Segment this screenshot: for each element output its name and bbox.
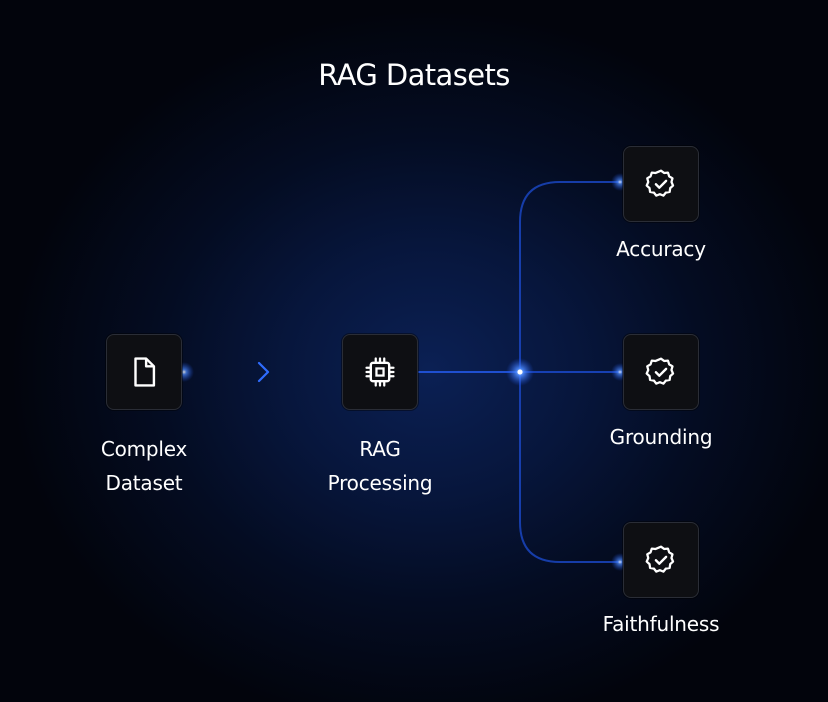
connector-branch-bottom — [519, 372, 622, 563]
label-grounding: Grounding — [609, 425, 713, 449]
document-icon — [134, 357, 156, 387]
label-accuracy: Accuracy — [616, 237, 706, 261]
verified-badge-icon — [645, 357, 675, 385]
node-accuracy — [623, 146, 699, 222]
arrow-chevron-icon — [257, 361, 270, 383]
node-rag-processing — [342, 334, 418, 410]
verified-badge-icon — [645, 169, 675, 197]
label-faithfulness: Faithfulness — [602, 612, 720, 636]
verified-badge-icon — [645, 545, 675, 573]
chip-icon — [365, 357, 395, 387]
connector-branch-top — [519, 181, 622, 372]
label-complex-dataset: Complex Dataset — [100, 437, 188, 495]
node-faithfulness — [623, 522, 699, 598]
diagram-title: RAG Datasets — [318, 58, 510, 92]
label-rag-processing: RAG Processing — [327, 437, 433, 495]
node-complex-dataset — [106, 334, 182, 410]
node-grounding — [623, 334, 699, 410]
